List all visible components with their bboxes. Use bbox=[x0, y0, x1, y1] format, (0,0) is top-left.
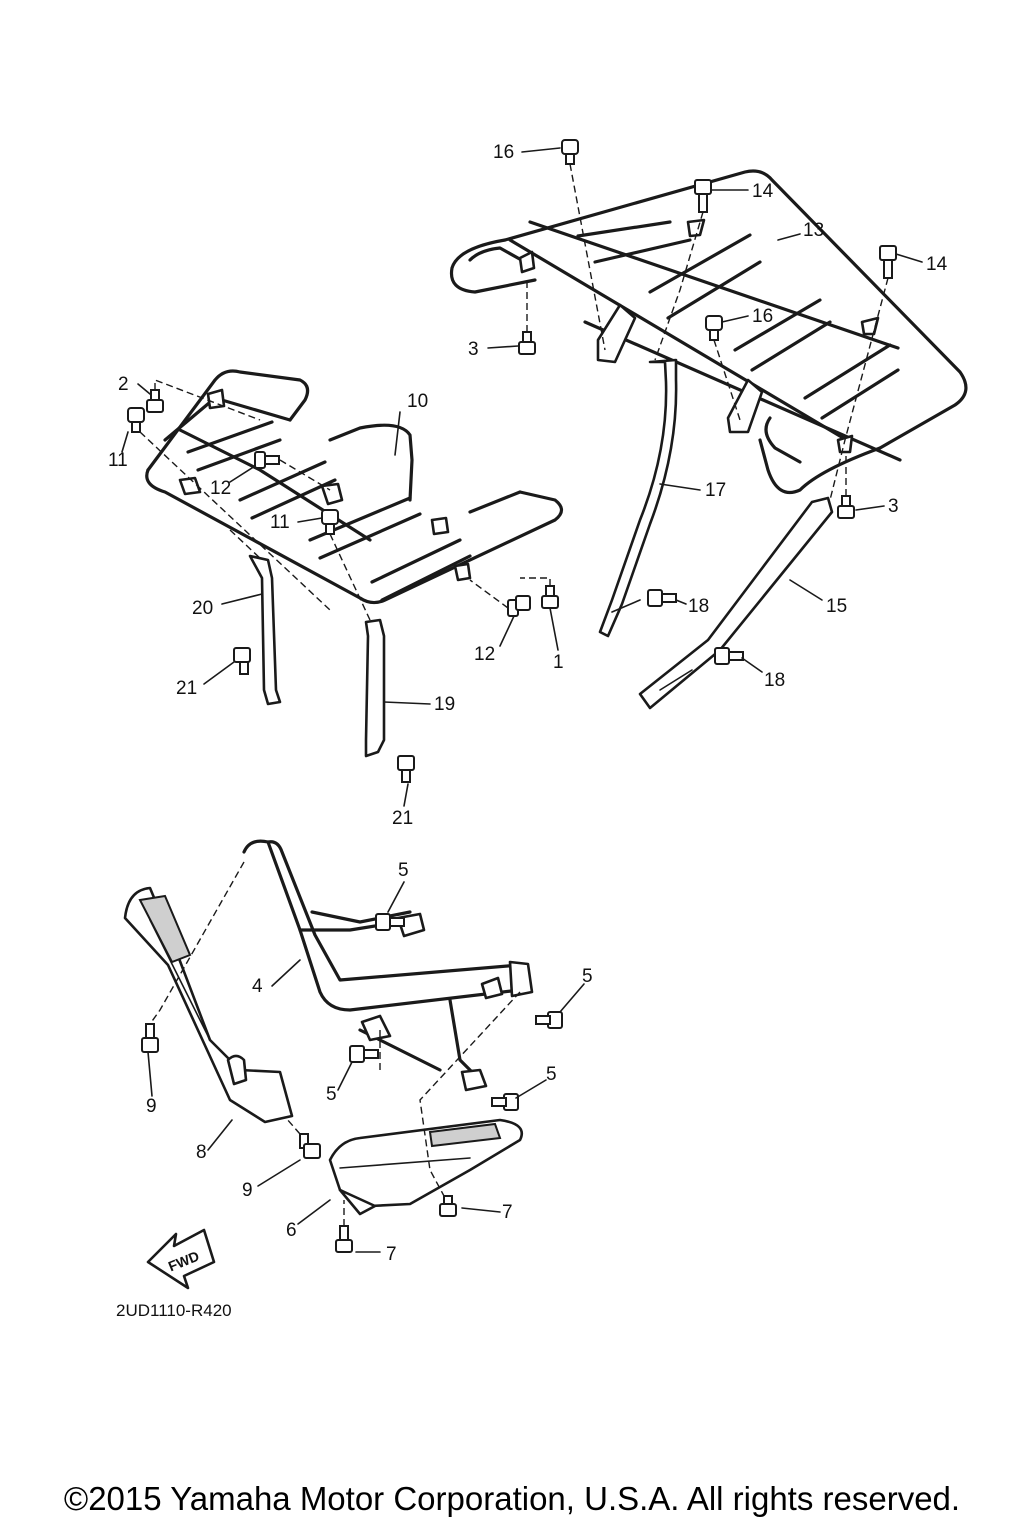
callout-14: 14 bbox=[926, 254, 948, 275]
callout-21: 21 bbox=[392, 808, 413, 829]
guard-panel-8 bbox=[123, 886, 294, 1124]
rear-stay-17 bbox=[598, 358, 678, 638]
front-carrier bbox=[145, 369, 564, 605]
callout-18: 18 bbox=[764, 670, 785, 691]
bolt-1 bbox=[541, 585, 559, 609]
callout-5: 5 bbox=[546, 1064, 557, 1085]
callout-11: 11 bbox=[270, 512, 290, 533]
bolt-fasteners bbox=[127, 139, 897, 1253]
bolt-14a bbox=[694, 179, 712, 213]
bolt-21b bbox=[397, 755, 415, 783]
front-stay-20 bbox=[248, 554, 282, 706]
bolt-18a bbox=[647, 589, 677, 607]
callout-9: 9 bbox=[242, 1180, 253, 1201]
callout-3: 3 bbox=[468, 339, 479, 360]
callout-19: 19 bbox=[434, 694, 455, 715]
front-stay-19 bbox=[364, 618, 386, 758]
bolt-5d bbox=[491, 1093, 519, 1111]
bolt-16b bbox=[705, 315, 723, 341]
callout-10: 10 bbox=[407, 391, 428, 412]
bolt-3b bbox=[837, 495, 855, 519]
bolt-12b bbox=[507, 595, 531, 617]
bolt-16a bbox=[561, 139, 579, 165]
callout-5: 5 bbox=[398, 860, 409, 881]
callout-20: 20 bbox=[192, 598, 213, 619]
bolt-3a bbox=[518, 331, 536, 355]
bolt-7a bbox=[439, 1195, 457, 1217]
callout-2: 2 bbox=[118, 374, 129, 395]
rear-stay-15 bbox=[638, 496, 834, 710]
callout-16: 16 bbox=[752, 306, 773, 327]
callout-9: 9 bbox=[146, 1096, 157, 1117]
bolt-18b bbox=[714, 647, 744, 665]
diagram-code: 2UD1110-R420 bbox=[116, 1301, 232, 1320]
copyright-notice: ©2015 Yamaha Motor Corporation, U.S.A. A… bbox=[63, 1480, 961, 1517]
assembly-lines bbox=[139, 163, 889, 1226]
bolt-12a bbox=[254, 451, 280, 469]
bolt-5c bbox=[349, 1045, 379, 1063]
callout-7: 7 bbox=[386, 1244, 397, 1265]
forward-direction-arrow: FWD bbox=[146, 1228, 216, 1290]
bolt-5a bbox=[375, 913, 405, 931]
callout-11: 11 bbox=[108, 450, 128, 471]
bolt-21a bbox=[233, 647, 251, 675]
callout-5: 5 bbox=[582, 966, 593, 987]
callout-17: 17 bbox=[705, 480, 726, 501]
rear-carrier bbox=[449, 169, 968, 495]
callout-12: 12 bbox=[474, 644, 495, 665]
callout-1: 1 bbox=[553, 652, 564, 673]
callout-4: 4 bbox=[252, 976, 263, 997]
callout-7: 7 bbox=[502, 1202, 513, 1223]
bolt-9b bbox=[299, 1133, 321, 1159]
callout-8: 8 bbox=[196, 1142, 207, 1163]
callout-18: 18 bbox=[688, 596, 709, 617]
callout-labels: 16 14 13 14 16 3 3 2 11 10 12 11 17 20 1… bbox=[108, 142, 948, 1265]
bolt-7b bbox=[335, 1225, 353, 1253]
bolt-9a bbox=[141, 1023, 159, 1053]
callout-3: 3 bbox=[888, 496, 899, 517]
callout-14: 14 bbox=[752, 181, 774, 202]
callout-12: 12 bbox=[210, 478, 231, 499]
front-guard-bar bbox=[242, 839, 534, 1092]
callout-13: 13 bbox=[803, 220, 824, 241]
leader-lines bbox=[121, 147, 923, 1253]
bolt-14b bbox=[879, 245, 897, 279]
callout-15: 15 bbox=[826, 596, 847, 617]
callout-21: 21 bbox=[176, 678, 197, 699]
callout-5: 5 bbox=[326, 1084, 337, 1105]
bolt-5b bbox=[535, 1011, 563, 1029]
callout-16: 16 bbox=[493, 142, 514, 163]
bolt-11a bbox=[127, 407, 145, 433]
guard-panel-6 bbox=[328, 1118, 524, 1216]
callout-6: 6 bbox=[286, 1220, 297, 1241]
bolt-11b bbox=[321, 509, 339, 535]
